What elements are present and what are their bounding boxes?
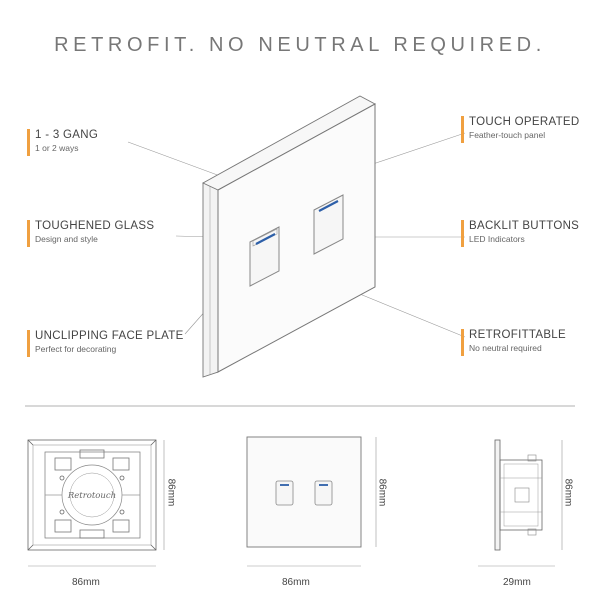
callout-plate-title: UNCLIPPING FACE PLATE [35,330,184,342]
front-view-dimension-lines [247,437,377,567]
back-view-dimension-lines [28,440,165,567]
back-view-width-label: 86mm [72,577,100,588]
accent-bar [461,116,464,143]
left-touch-button [249,226,280,287]
accent-bar [27,129,30,156]
side-view-drawing [494,439,543,551]
callout-touch-sub: Feather-touch panel [469,130,546,140]
back-view-drawing [27,439,157,551]
callout-backlit-title: BACKLIT BUTTONS [469,220,580,232]
front-view-drawing [246,436,362,548]
back-view-height-label: 86mm [165,478,177,507]
accent-bar [27,330,30,357]
callout-backlit: BACKLIT BUTTONS LED Indicators [461,219,580,247]
right-touch-button [313,194,344,255]
callout-backlit-sub: LED Indicators [469,234,525,244]
front-left-button [275,480,294,506]
leader-line-touch [369,132,466,166]
headline: RETROFIT. NO NEUTRAL REQUIRED. [54,34,546,56]
leader-line-retro [349,289,466,338]
callout-retro-title: RETROFITTABLE [469,329,566,341]
right-led-indicator [318,200,339,212]
callout-glass-title: TOUGHENED GLASS [35,220,155,232]
callout-gang-sub: 1 or 2 ways [35,143,79,153]
side-view-height-label: 86mm [562,478,574,507]
back-view-logo: Retrotouch [67,491,116,501]
callout-touch: TOUCH OPERATED Feather-touch panel [461,115,580,143]
callout-gang: 1 - 3 GANG 1 or 2 ways [27,128,99,156]
front-view-height-label: 86mm [376,478,388,507]
callout-plate: UNCLIPPING FACE PLATE Perfect for decora… [27,329,184,357]
side-view-dimension-lines [478,440,563,567]
accent-bar [27,220,30,247]
callout-plate-sub: Perfect for decorating [35,344,117,354]
accent-bar [461,329,464,356]
front-view-width-label: 86mm [282,577,310,588]
callout-touch-title: TOUCH OPERATED [469,116,580,128]
callout-glass-sub: Design and style [35,234,98,244]
callout-gang-title: 1 - 3 GANG [35,129,99,141]
front-right-button [314,480,333,506]
callout-retro-sub: No neutral required [469,343,542,353]
accent-bar [461,220,464,247]
side-view-depth-label: 29mm [503,577,531,588]
switch-glass-face [217,103,376,373]
left-led-indicator [255,233,276,245]
switch-side-edge [202,175,219,378]
callout-retro: RETROFITTABLE No neutral required [461,328,566,356]
callout-glass: TOUGHENED GLASS Design and style [27,219,155,247]
